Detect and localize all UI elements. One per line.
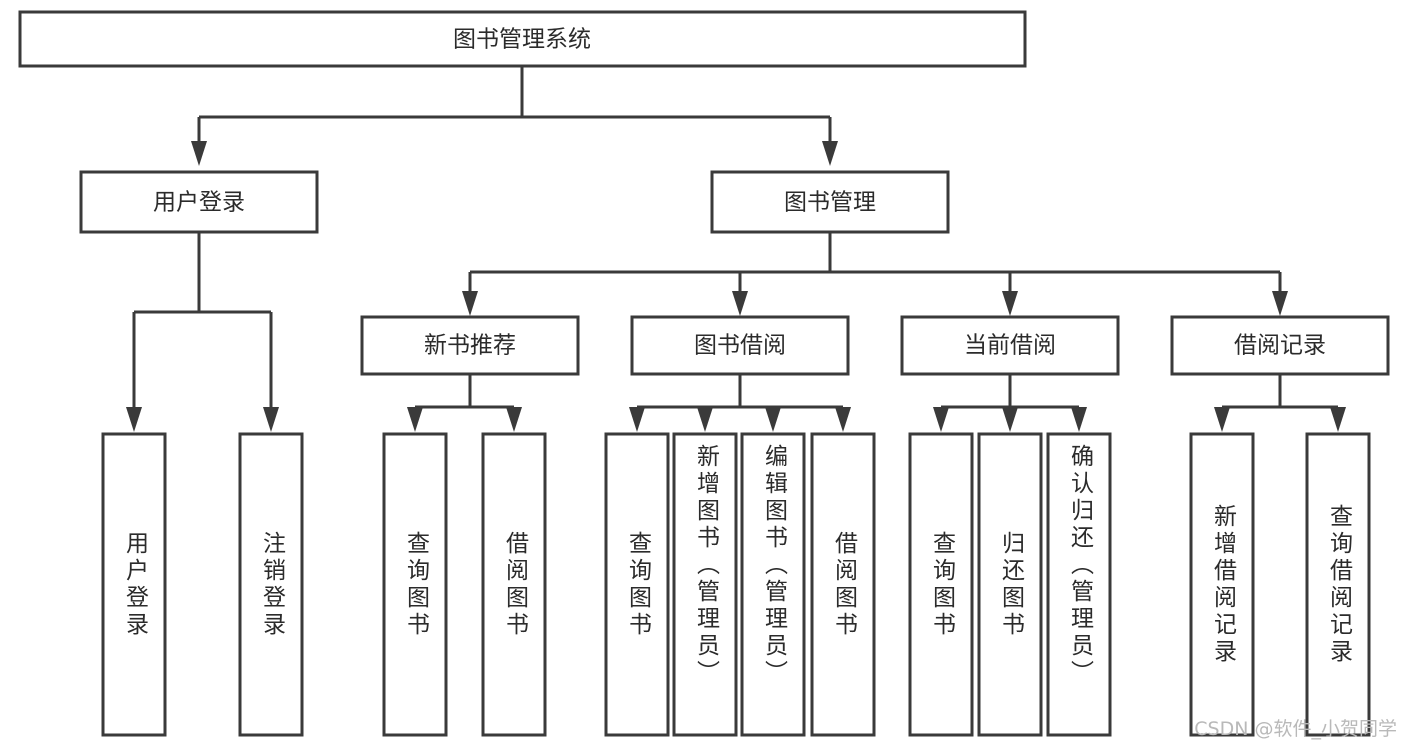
leaf-box-query-book-3[interactable] [908, 432, 974, 737]
connector-record-to-leaves [1214, 374, 1346, 432]
leaf-box-borrow-book-1[interactable] [481, 432, 547, 737]
arrow-leaf-rec1 [1214, 407, 1230, 432]
arrow-leaf-r1 [407, 407, 423, 432]
leaf-box-query-borrow-record[interactable] [1305, 432, 1371, 737]
label-current-borrow: 当前借阅 [964, 333, 1056, 359]
node-book-borrow[interactable] [630, 315, 850, 376]
arrow-leaf-u1 [126, 407, 142, 432]
arrow-leaf-c1 [933, 407, 949, 432]
connector-root-to-level2 [191, 66, 838, 166]
node-borrow-record[interactable] [1170, 315, 1390, 376]
node-current-borrow[interactable] [900, 315, 1120, 376]
leaf-box-add-borrow-record[interactable] [1189, 432, 1255, 737]
arrow-leaf-rec2 [1330, 407, 1346, 432]
leaf-box-user-login[interactable] [101, 432, 167, 737]
leaf-box-logout-login[interactable] [238, 432, 304, 737]
leaf-box-return-book[interactable] [977, 432, 1043, 737]
arrow-level3-3 [1002, 291, 1018, 316]
arrow-book-mgmt [822, 141, 838, 166]
arrow-user-login [191, 141, 207, 166]
arrow-leaf-b1 [629, 407, 645, 432]
arrow-level3-4 [1272, 291, 1288, 316]
arrow-leaf-u2 [263, 407, 279, 432]
arrow-leaf-b3 [765, 407, 781, 432]
watermark-text: CSDN @软件_小贺同学 [1194, 718, 1397, 740]
connector-book-mgmt-to-level3 [462, 232, 1288, 316]
node-user-login[interactable] [79, 170, 319, 234]
label-borrow-record: 借阅记录 [1234, 333, 1326, 359]
label-book-borrow: 图书借阅 [694, 333, 786, 359]
node-book-management-system[interactable] [18, 10, 1027, 68]
label-user-login: 用户登录 [153, 190, 245, 216]
node-new-book-recommend[interactable] [360, 315, 580, 376]
leaf-box-confirm-return-admin[interactable] [1046, 432, 1112, 737]
arrow-level3-1 [462, 291, 478, 316]
connector-user-login-to-leaves [126, 232, 279, 432]
arrow-leaf-b4 [835, 407, 851, 432]
label-book-management-system: 图书管理系统 [453, 27, 591, 53]
label-book-management: 图书管理 [784, 190, 876, 216]
arrow-leaf-r2 [506, 407, 522, 432]
leaf-box-query-book-1[interactable] [382, 432, 448, 737]
arrow-leaf-c2 [1002, 407, 1018, 432]
connector-recommend-to-leaves [407, 374, 522, 432]
leaf-box-query-book-2[interactable] [604, 432, 670, 737]
label-new-book-recommend: 新书推荐 [424, 333, 516, 359]
connector-borrow-to-leaves [629, 374, 851, 432]
leaf-box-edit-book-admin[interactable] [740, 432, 806, 737]
connector-current-to-leaves [933, 374, 1087, 432]
arrow-leaf-b2 [697, 407, 713, 432]
arrow-leaf-c3 [1071, 407, 1087, 432]
leaf-box-add-book-admin[interactable] [672, 432, 738, 737]
leaf-box-borrow-book-2[interactable] [810, 432, 876, 737]
node-book-management[interactable] [710, 170, 950, 234]
arrow-level3-2 [732, 291, 748, 316]
